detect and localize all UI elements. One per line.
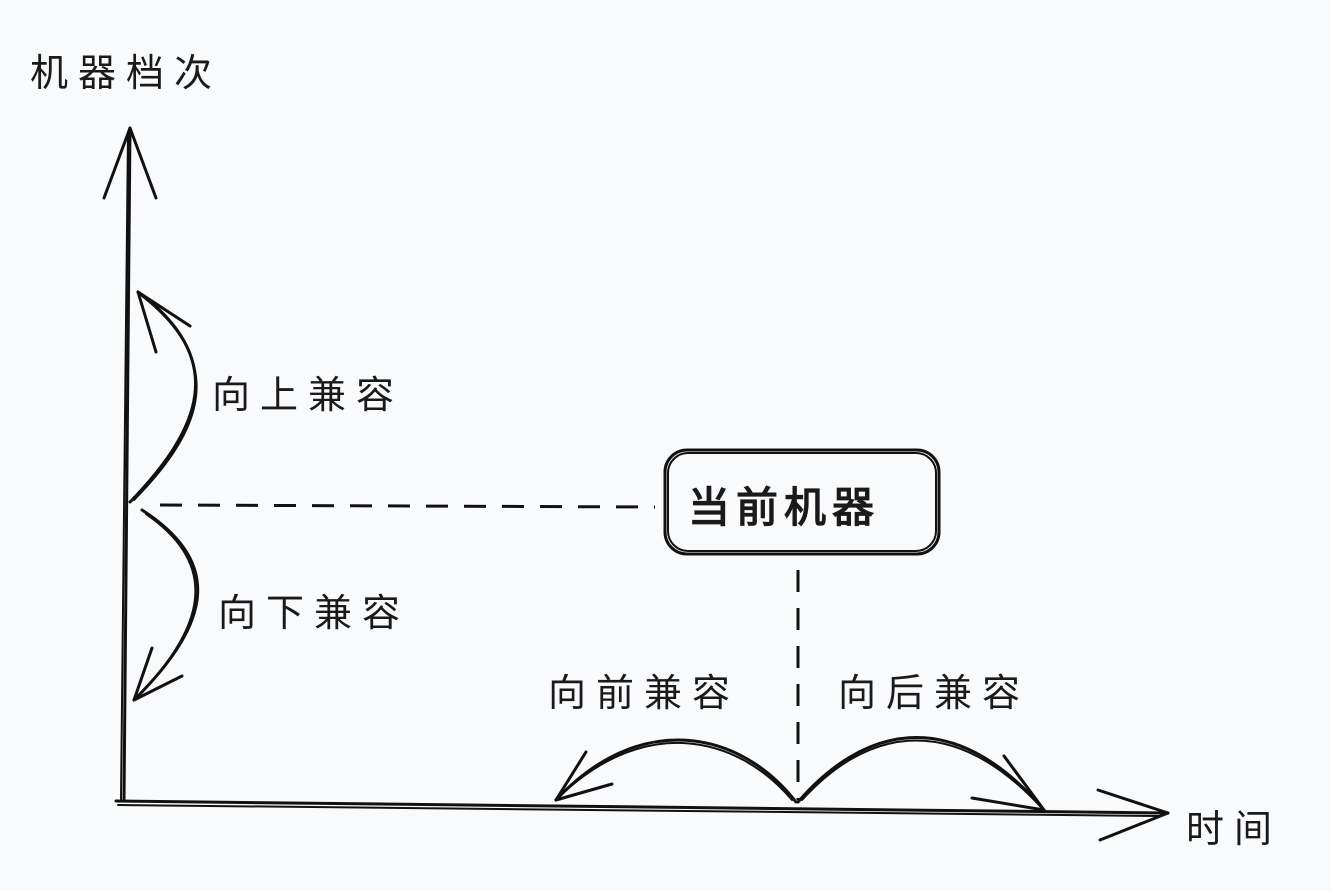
y-axis: [102, 126, 158, 802]
x-axis-label: 时间: [1186, 807, 1282, 851]
y-axis-label: 机器档次: [30, 51, 222, 95]
x-axis: [114, 788, 1170, 842]
current-machine-box: 当前机器: [663, 448, 941, 556]
y-axis-arrowhead-right: [128, 126, 158, 200]
upward-compatibility-label: 向上兼容: [212, 373, 404, 417]
downward-compatibility-label: 向下兼容: [218, 591, 410, 635]
forward-compatibility-arrow: [554, 738, 798, 804]
forward-compatibility-label: 向前兼容: [548, 671, 740, 715]
backward-compatibility-label: 向后兼容: [838, 671, 1030, 715]
current-level-dashed-line: [159, 503, 656, 509]
y-axis-arrowhead-left: [102, 126, 132, 200]
downward-compatibility-arrow: [132, 508, 200, 702]
x-axis-arrowhead-top: [1096, 788, 1170, 815]
current-machine-label: 当前机器: [688, 483, 880, 532]
backward-compatibility-arrow: [796, 736, 1046, 812]
upward-compatibility-arrow: [128, 290, 198, 504]
x-axis-arrowhead-bottom: [1098, 811, 1170, 842]
